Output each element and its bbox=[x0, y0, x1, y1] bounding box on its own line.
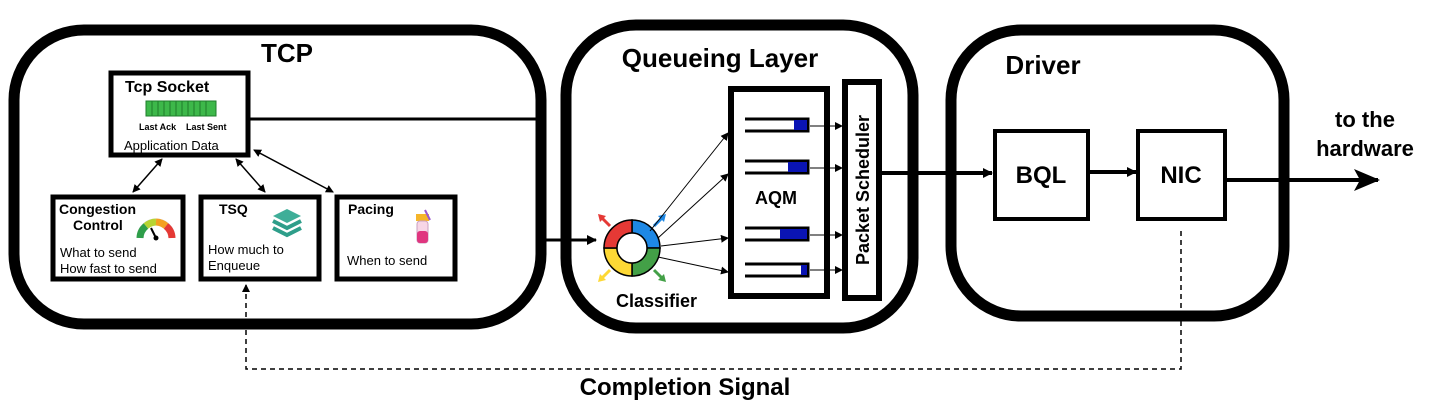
pacing-line-1: When to send bbox=[347, 253, 427, 268]
flask-icon bbox=[416, 209, 431, 244]
bql-label: BQL bbox=[1016, 162, 1067, 189]
tsq-line-1: How much to bbox=[208, 242, 284, 257]
layers-icon bbox=[272, 209, 302, 238]
aqm-label: AQM bbox=[755, 188, 797, 208]
buffer-icon bbox=[145, 100, 217, 117]
queueing-title: Queueing Layer bbox=[622, 43, 819, 73]
driver-layer: Driver BQL NIC bbox=[945, 24, 1290, 322]
congestion-title-1: Congestion bbox=[59, 201, 136, 217]
pacing-box: Pacing When to send bbox=[334, 194, 458, 282]
classifier-label: Classifier bbox=[616, 291, 697, 311]
congestion-line-1: What to send bbox=[60, 245, 137, 260]
last-sent-label: Last Sent bbox=[186, 122, 227, 132]
nic-box bbox=[1136, 129, 1227, 221]
queue-1 bbox=[745, 117, 810, 133]
packet-scheduler-label: Packet Scheduler bbox=[853, 115, 873, 265]
classifier-queue-1-arrow bbox=[649, 132, 729, 232]
hardware-label-1: to the bbox=[1335, 107, 1395, 132]
nic-label: NIC bbox=[1160, 162, 1201, 189]
classifier-queue-4-arrow bbox=[657, 256, 729, 275]
tcp-title: TCP bbox=[261, 38, 313, 68]
completion-signal-arrow bbox=[242, 231, 1182, 370]
tsq-line-2: Enqueue bbox=[208, 258, 260, 273]
socket-tsq-arrow bbox=[235, 158, 266, 193]
socket-congestion-arrow bbox=[132, 158, 163, 193]
last-ack-label: Last Ack bbox=[139, 122, 177, 132]
pacing-title: Pacing bbox=[348, 201, 394, 217]
packet-scheduler-box bbox=[842, 79, 882, 301]
hardware-label-2: hardware bbox=[1316, 136, 1414, 161]
queueing-layer: Queueing Layer Classifier AQM bbox=[560, 19, 919, 334]
tsq-box: TSQ How much to Enqueue bbox=[198, 194, 322, 282]
tcp-layer: TCP Tcp Socket Last Ack Last Sent Applic… bbox=[8, 24, 547, 330]
congestion-title-2: Control bbox=[73, 217, 123, 233]
tcp-socket-title: Tcp Socket bbox=[125, 79, 210, 96]
bql-box bbox=[993, 129, 1090, 221]
queueing-container bbox=[560, 19, 919, 334]
application-data-label: Application Data bbox=[124, 138, 219, 153]
queue-3 bbox=[745, 226, 810, 242]
congestion-line-2: How fast to send bbox=[60, 261, 157, 276]
completion-signal-label: Completion Signal bbox=[580, 374, 791, 401]
socket-pacing-arrow bbox=[253, 149, 334, 193]
aqm-box bbox=[728, 86, 830, 299]
classifier-icon bbox=[598, 214, 666, 282]
gauge-icon bbox=[136, 218, 176, 241]
driver-container bbox=[945, 24, 1290, 322]
tcp-socket-box: Tcp Socket Last Ack Last Sent Applicatio… bbox=[108, 70, 251, 158]
classifier-queue-2-arrow bbox=[657, 173, 729, 239]
queue-4 bbox=[745, 262, 810, 278]
tsq-title: TSQ bbox=[219, 201, 248, 217]
queue-2 bbox=[745, 159, 810, 175]
driver-title: Driver bbox=[1005, 50, 1080, 80]
classifier-queue-3-arrow bbox=[660, 234, 729, 247]
congestion-control-box: Congestion Control What to send How fast… bbox=[50, 194, 186, 282]
